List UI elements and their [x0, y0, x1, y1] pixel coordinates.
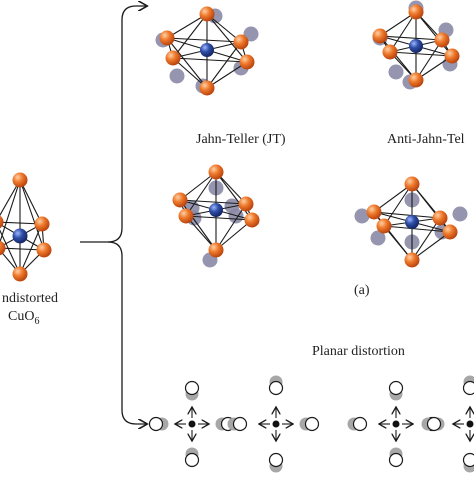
cuo6-formula: CuO6: [8, 309, 39, 326]
oxygen-atom: [245, 213, 260, 228]
oxygen-atom: [234, 35, 249, 50]
undistorted-label: ndistorted: [2, 291, 58, 307]
reference-oxygen-shadow: [170, 69, 185, 84]
planar-distortion-label: Planar distortion: [312, 344, 405, 360]
oxygen-atom: [173, 193, 188, 208]
oxygen-atom: [0, 215, 4, 230]
oxygen-atom: [160, 31, 175, 46]
oxygen-atom: [383, 45, 398, 60]
branch-lower: [108, 242, 146, 424]
oxygen-site: [270, 382, 283, 395]
oxygen-atom: [179, 209, 194, 224]
copper-site: [273, 421, 280, 428]
oxygen-atom: [409, 73, 424, 88]
oxygen-atom: [367, 205, 382, 220]
oxygen-site: [150, 418, 163, 431]
oxygen-atom: [409, 5, 424, 20]
planar-distortion-schemes: [150, 376, 474, 473]
jahn-teller-octahedron-top: [156, 7, 259, 96]
oxygen-atom: [435, 33, 450, 48]
oxygen-site: [390, 454, 403, 467]
anti-jahn-teller-label: Anti-Jahn-Tel: [387, 132, 465, 148]
oxygen-site: [390, 382, 403, 395]
oxygen-atom: [200, 81, 215, 96]
copper-site: [467, 421, 474, 428]
cuo6-subscript: 6: [34, 316, 39, 327]
bond: [390, 52, 452, 56]
oxygen-atom: [443, 225, 458, 240]
oxygen-atom: [37, 243, 52, 258]
oxygen-atom: [239, 197, 254, 212]
anti-jahn-teller-octahedron-bottom: [355, 177, 468, 268]
oxygen-atom: [35, 217, 50, 232]
oxygen-atom: [433, 211, 448, 226]
oxygen-site: [464, 454, 474, 467]
oxygen-site: [464, 382, 474, 395]
panel-a-label: (a): [354, 283, 370, 299]
bond: [380, 36, 442, 40]
copper-atom: [405, 215, 419, 229]
copper-atom: [409, 39, 423, 53]
oxygen-atom: [209, 165, 224, 180]
copper-site: [189, 421, 196, 428]
oxygen-atom: [377, 219, 392, 234]
branch-connectors: [80, 6, 146, 424]
copper-site: [393, 421, 400, 428]
copper-atom: [13, 229, 28, 244]
oxygen-atom: [405, 177, 420, 192]
oxygen-atom: [166, 51, 181, 66]
copper-atom: [209, 203, 223, 217]
oxygen-atom: [405, 253, 420, 268]
undistorted-octahedron: [0, 173, 52, 282]
cuo6-base: CuO: [8, 309, 34, 324]
oxygen-atom: [13, 267, 28, 282]
oxygen-site: [186, 382, 199, 395]
oxygen-site: [234, 418, 247, 431]
anti-jahn-teller-octahedron-top: [373, 1, 460, 90]
oxygen-atom: [200, 7, 215, 22]
branch-upper: [108, 6, 146, 242]
reference-oxygen-shadow: [389, 65, 404, 80]
oxygen-site: [306, 418, 319, 431]
oxygen-atom: [209, 243, 224, 258]
jahn-teller-label: Jahn-Teller (JT): [196, 132, 286, 148]
oxygen-atom: [445, 49, 460, 64]
oxygen-atom: [373, 29, 388, 44]
oxygen-atom: [240, 55, 255, 70]
oxygen-site: [354, 418, 367, 431]
jahn-teller-octahedron-bottom: [173, 165, 260, 268]
oxygen-site: [270, 454, 283, 467]
oxygen-site: [428, 418, 441, 431]
oxygen-site: [186, 454, 199, 467]
oxygen-atom: [13, 173, 28, 188]
reference-oxygen-shadow: [453, 207, 468, 222]
copper-atom: [200, 43, 214, 57]
oxygen-atom: [0, 241, 6, 256]
